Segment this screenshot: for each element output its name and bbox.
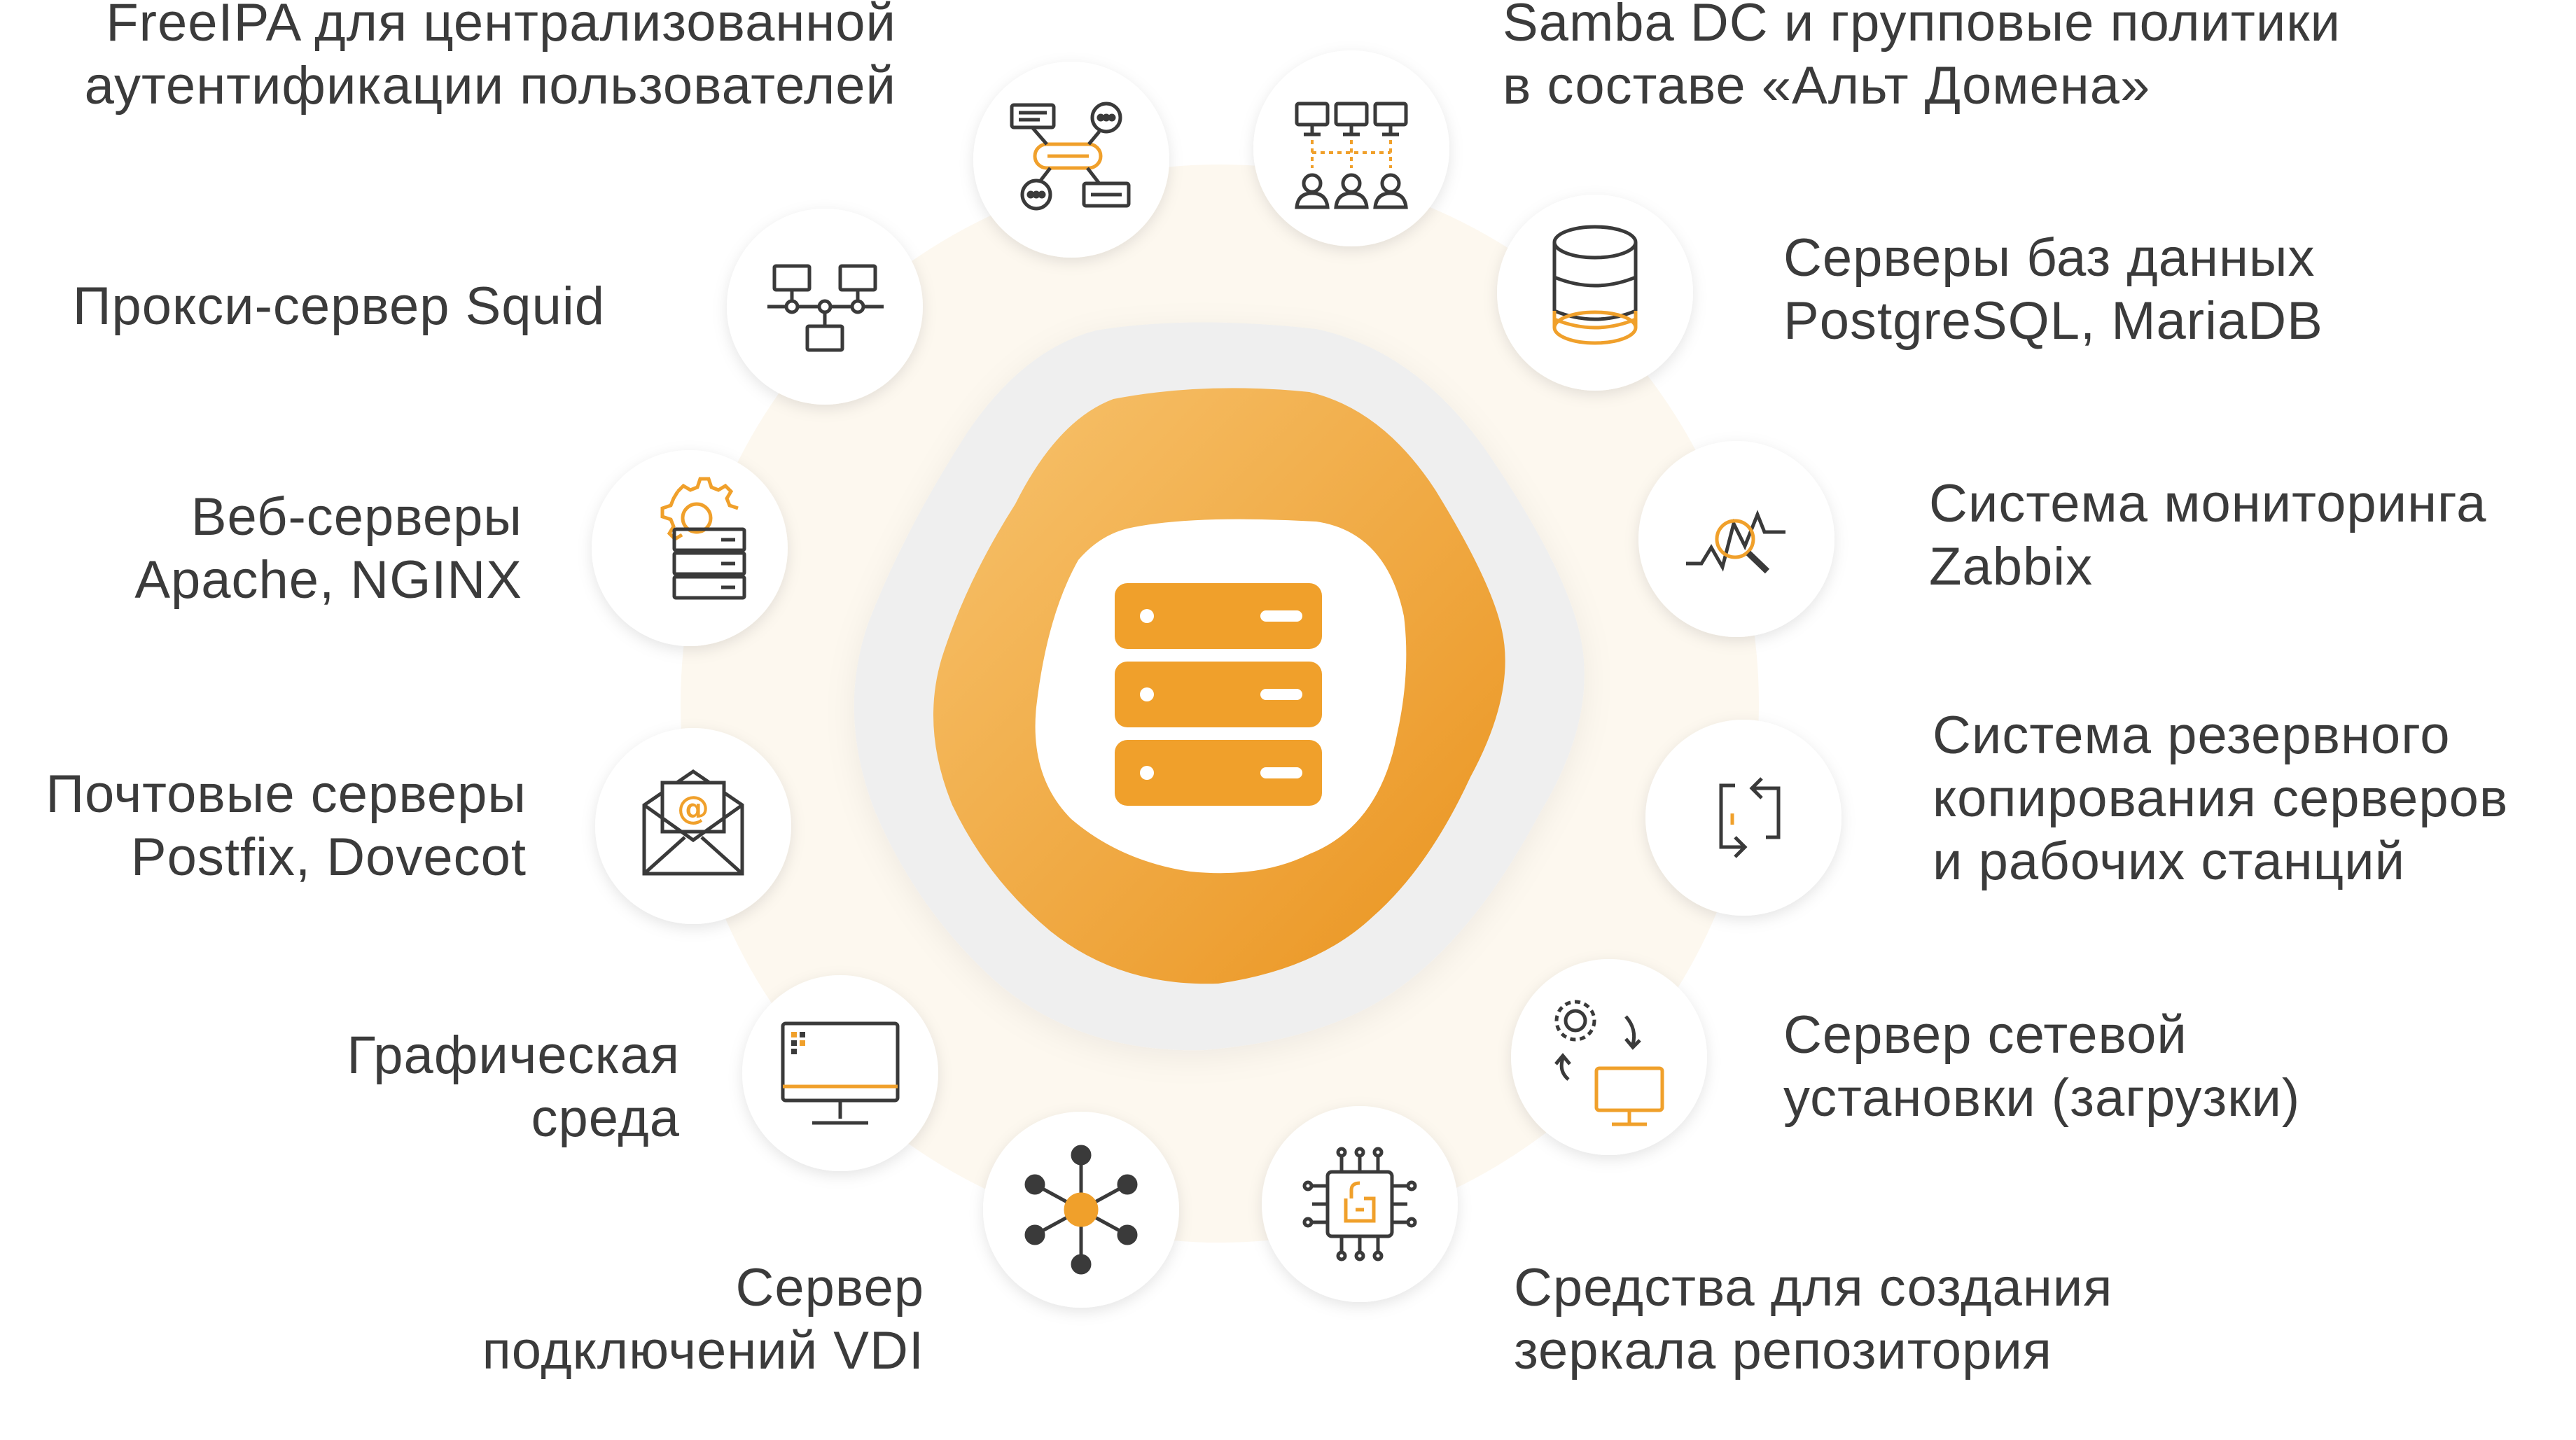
bubble-vdi xyxy=(983,1112,1179,1308)
label-squid: Прокси-сервер Squid xyxy=(73,275,605,338)
label-mirror: Средства для создания зеркала репозитори… xyxy=(1514,1257,2112,1383)
label-line: среда xyxy=(531,1089,680,1148)
bubble-mirror xyxy=(1262,1106,1458,1302)
bubble-web xyxy=(592,450,788,646)
label-line: и рабочих станций xyxy=(1933,832,2406,891)
label-db: Серверы баз данных PostgreSQL, MariaDB xyxy=(1783,227,2323,353)
proxy-network-icon xyxy=(767,264,884,352)
bubble-gui xyxy=(742,975,938,1171)
label-vdi: Сервер подключений VDI xyxy=(482,1257,924,1383)
database-icon xyxy=(1552,225,1638,345)
desktop-monitor-icon xyxy=(781,1021,900,1125)
label-line: Postfix, Dovecot xyxy=(130,827,527,887)
label-netboot: Сервер сетевой установки (загрузки) xyxy=(1783,1004,2300,1130)
label-line: Серверы баз данных xyxy=(1783,228,2316,288)
label-line: Прокси-сервер Squid xyxy=(72,277,605,336)
domain-group-policy-icon xyxy=(1295,102,1408,209)
bubble-backup xyxy=(1645,720,1842,916)
vdi-hub-icon xyxy=(1024,1145,1138,1275)
bubble-squid xyxy=(727,209,923,405)
server-stack-icon xyxy=(1115,583,1322,806)
bubble-samba xyxy=(1253,50,1449,246)
label-line: подключений VDI xyxy=(482,1321,924,1380)
backup-sync-icon xyxy=(1719,777,1781,858)
label-line: аутентификации пользователей xyxy=(84,56,896,116)
label-line: копирования серверов xyxy=(1933,769,2509,828)
repository-chip-icon xyxy=(1302,1147,1417,1261)
bubble-db xyxy=(1497,195,1693,391)
label-line: FreeIPA для централизованной xyxy=(106,0,896,53)
user-auth-flow-icon xyxy=(1010,102,1131,211)
label-line: PostgreSQL, MariaDB xyxy=(1783,291,2323,351)
mail-envelope-icon: @ xyxy=(642,769,744,876)
label-line: Сервер xyxy=(735,1258,924,1317)
label-line: Samba DC и групповые политики xyxy=(1503,0,2341,53)
svg-text:@: @ xyxy=(677,789,709,827)
label-line: Веб-серверы xyxy=(190,487,522,547)
label-line: в составе «Альт Домена» xyxy=(1503,56,2151,116)
label-line: Apache, NGINX xyxy=(134,550,522,610)
label-web: Веб-серверы Apache, NGINX xyxy=(134,486,522,612)
label-line: зеркала репозитория xyxy=(1514,1321,2052,1380)
label-freeipa: FreeIPA для централизованной аутентифика… xyxy=(85,0,896,118)
bubble-netboot xyxy=(1511,959,1707,1155)
label-line: установки (загрузки) xyxy=(1783,1068,2301,1128)
label-line: Графическая xyxy=(347,1026,680,1085)
label-line: Zabbix xyxy=(1929,537,2094,596)
label-mail: Почтовые серверы Postfix, Dovecot xyxy=(46,763,527,889)
bubble-freeipa xyxy=(973,62,1169,258)
web-server-gear-icon xyxy=(660,477,746,600)
network-install-icon xyxy=(1554,1000,1664,1126)
label-line: Система мониторинга xyxy=(1929,474,2487,533)
label-line: Сервер сетевой xyxy=(1783,1005,2187,1065)
bubble-mail: @ xyxy=(595,728,791,924)
bubble-zabbix xyxy=(1638,441,1834,637)
label-samba: Samba DC и групповые политики в составе … xyxy=(1503,0,2341,118)
label-gui: Графическая среда xyxy=(347,1024,680,1150)
label-zabbix: Система мониторинга Zabbix xyxy=(1929,473,2486,599)
monitoring-magnifier-icon xyxy=(1686,510,1785,574)
label-line: Средства для создания xyxy=(1514,1258,2113,1317)
label-backup: Система резервного копирования серверов … xyxy=(1933,704,2508,893)
label-line: Система резервного xyxy=(1933,706,2451,765)
label-line: Почтовые серверы xyxy=(46,764,527,824)
